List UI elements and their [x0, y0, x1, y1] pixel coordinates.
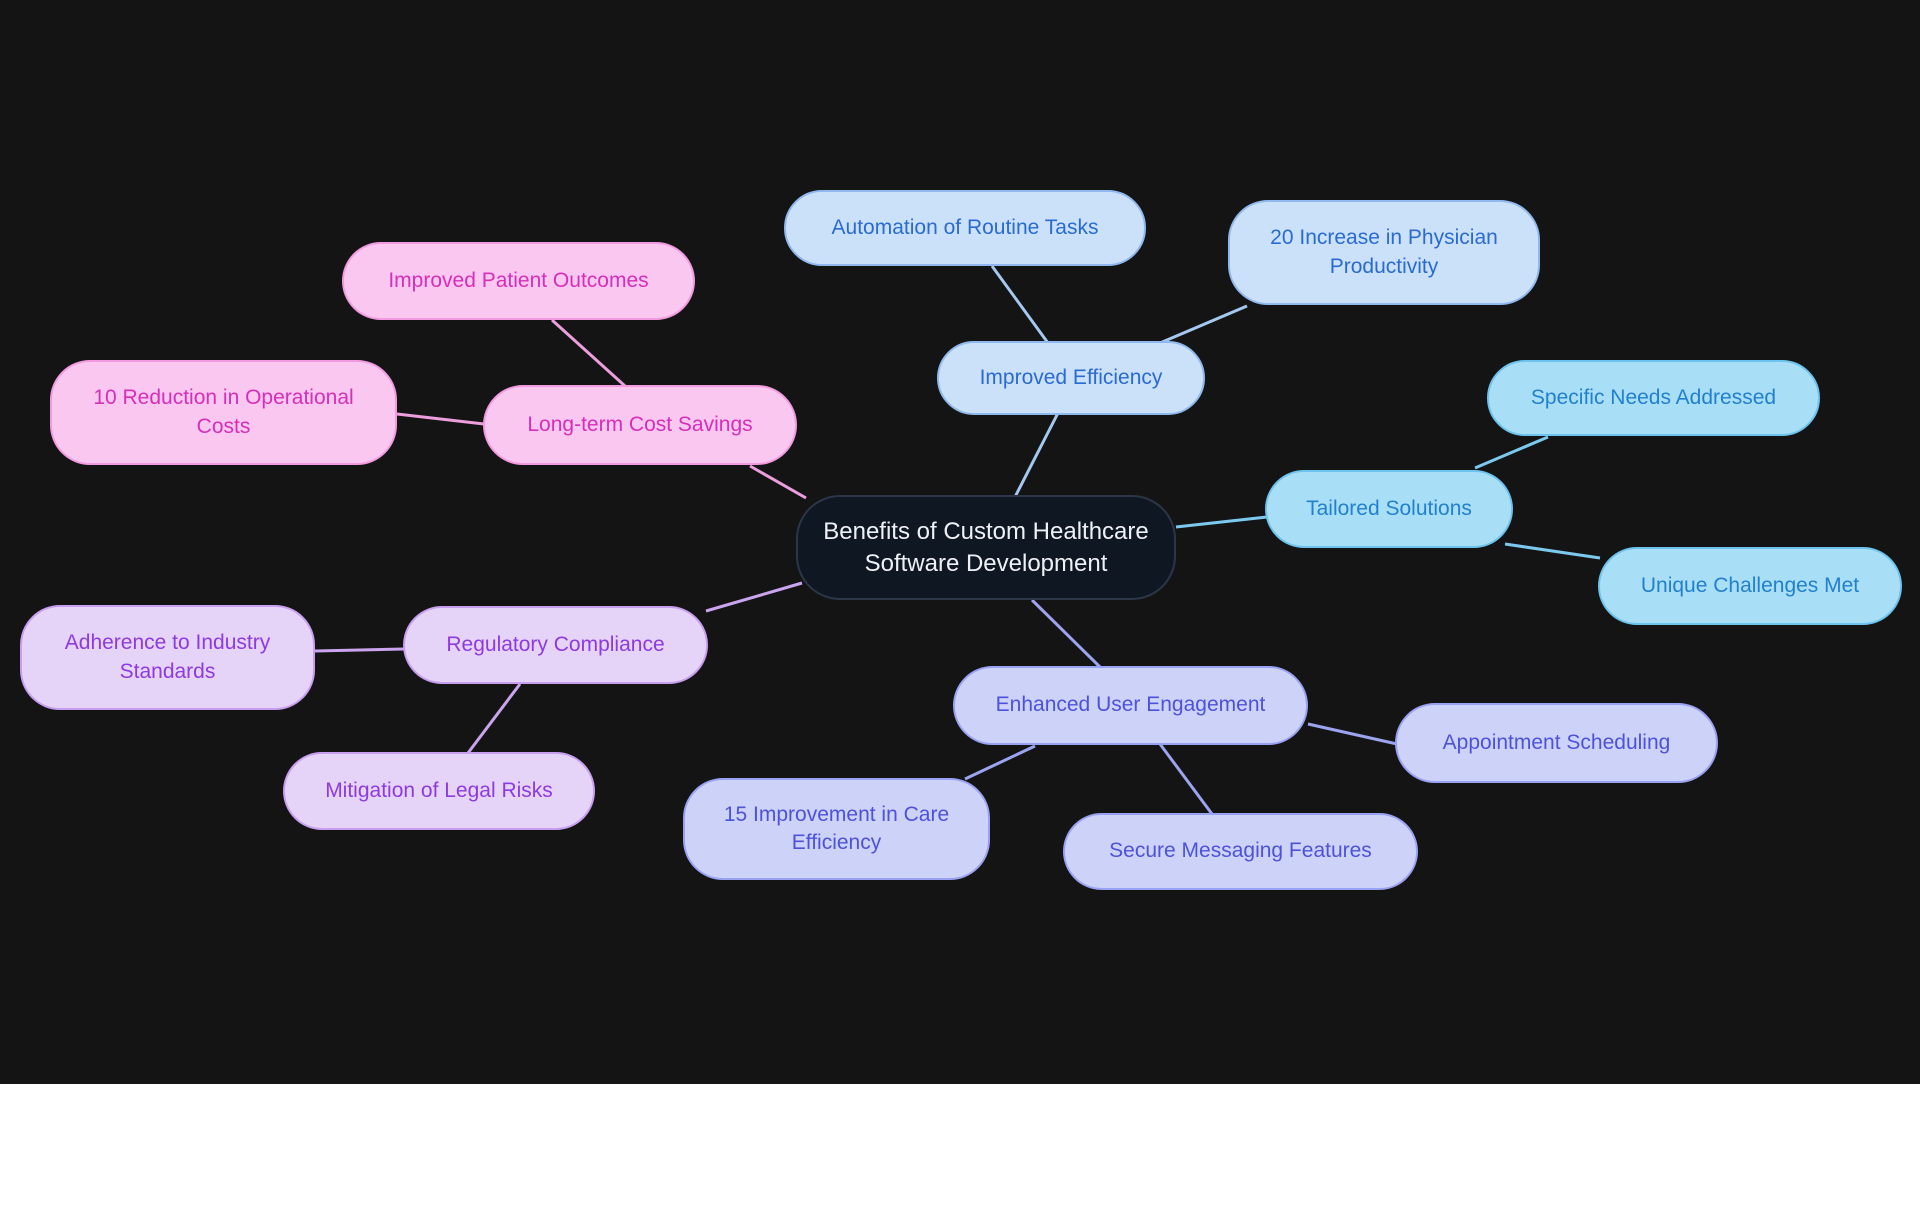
node-tailored-solutions[interactable]: Tailored Solutions	[1265, 470, 1513, 548]
node-label: Long-term Cost Savings	[527, 412, 753, 436]
node-label: Specific Needs Addressed	[1530, 385, 1777, 409]
node-improved-efficiency[interactable]: Improved Efficiency	[937, 341, 1205, 415]
node-label: 10 Reduction in Operational Costs	[93, 386, 354, 438]
edge-engagement-care-efficiency	[964, 744, 1036, 781]
node-mitigation-legal-risks[interactable]: Mitigation of Legal Risks	[283, 752, 595, 830]
node-central-topic[interactable]: Benefits of Custom Healthcare Software D…	[796, 495, 1176, 600]
node-label: Regulatory Compliance	[446, 632, 665, 656]
node-enhanced-user-engagement[interactable]: Enhanced User Engagement	[953, 666, 1308, 745]
node-reduction-operational-costs[interactable]: 10 Reduction in Operational Costs	[50, 360, 397, 465]
node-label: Benefits of Custom Healthcare Software D…	[823, 517, 1149, 577]
node-improvement-care-efficiency[interactable]: 15 Improvement in Care Efficiency	[683, 778, 990, 880]
node-physician-productivity[interactable]: 20 Increase in Physician Productivity	[1228, 200, 1540, 305]
node-label: Enhanced User Engagement	[995, 693, 1266, 717]
node-label: Automation of Routine Tasks	[831, 215, 1099, 239]
edge-improved-efficiency-productivity	[1159, 304, 1248, 345]
node-label: Improved Efficiency	[979, 365, 1163, 389]
edge-regulatory-adherence	[314, 647, 405, 653]
node-adherence-industry-standards[interactable]: Adherence to Industry Standards	[20, 605, 315, 710]
node-long-term-cost-savings[interactable]: Long-term Cost Savings	[483, 385, 797, 465]
edge-tailored-unique-challenges	[1504, 542, 1601, 560]
node-label: 20 Increase in Physician Productivity	[1270, 226, 1498, 278]
node-specific-needs-addressed[interactable]: Specific Needs Addressed	[1487, 360, 1820, 436]
edge-improved-efficiency-automation	[990, 265, 1050, 344]
edge-central-regulatory	[705, 581, 803, 613]
edge-regulatory-mitigation	[466, 683, 522, 754]
edge-central-engagement	[1030, 598, 1102, 669]
node-label: Improved Patient Outcomes	[388, 268, 649, 292]
node-label: Adherence to Industry Standards	[64, 631, 271, 683]
node-label: Secure Messaging Features	[1109, 839, 1372, 863]
node-label: 15 Improvement in Care Efficiency	[723, 802, 950, 854]
node-label: Tailored Solutions	[1306, 496, 1472, 520]
node-label: Unique Challenges Met	[1640, 573, 1860, 597]
node-unique-challenges-met[interactable]: Unique Challenges Met	[1598, 547, 1902, 625]
edge-central-tailored-solutions	[1175, 515, 1268, 529]
edge-engagement-messaging	[1158, 743, 1214, 815]
edges-layer	[314, 265, 1601, 815]
node-appointment-scheduling[interactable]: Appointment Scheduling	[1395, 703, 1718, 783]
node-label: Mitigation of Legal Risks	[325, 778, 553, 802]
edge-central-cost-savings	[749, 464, 807, 500]
footer-strip	[0, 1084, 1920, 1215]
edge-cost-savings-reduction	[396, 412, 485, 426]
node-automation-routine-tasks[interactable]: Automation of Routine Tasks	[784, 190, 1146, 266]
edge-central-improved-efficiency	[1013, 412, 1060, 498]
node-regulatory-compliance[interactable]: Regulatory Compliance	[403, 606, 708, 684]
node-label: Appointment Scheduling	[1442, 730, 1671, 754]
mindmap-canvas[interactable]: Benefits of Custom Healthcare Software D…	[0, 0, 1920, 1084]
edge-tailored-specific-needs	[1474, 435, 1549, 470]
node-improved-patient-outcomes[interactable]: Improved Patient Outcomes	[342, 242, 695, 320]
edge-cost-savings-patient-outcomes	[550, 318, 627, 388]
node-secure-messaging-features[interactable]: Secure Messaging Features	[1063, 813, 1418, 890]
edge-engagement-appointment	[1307, 722, 1398, 746]
